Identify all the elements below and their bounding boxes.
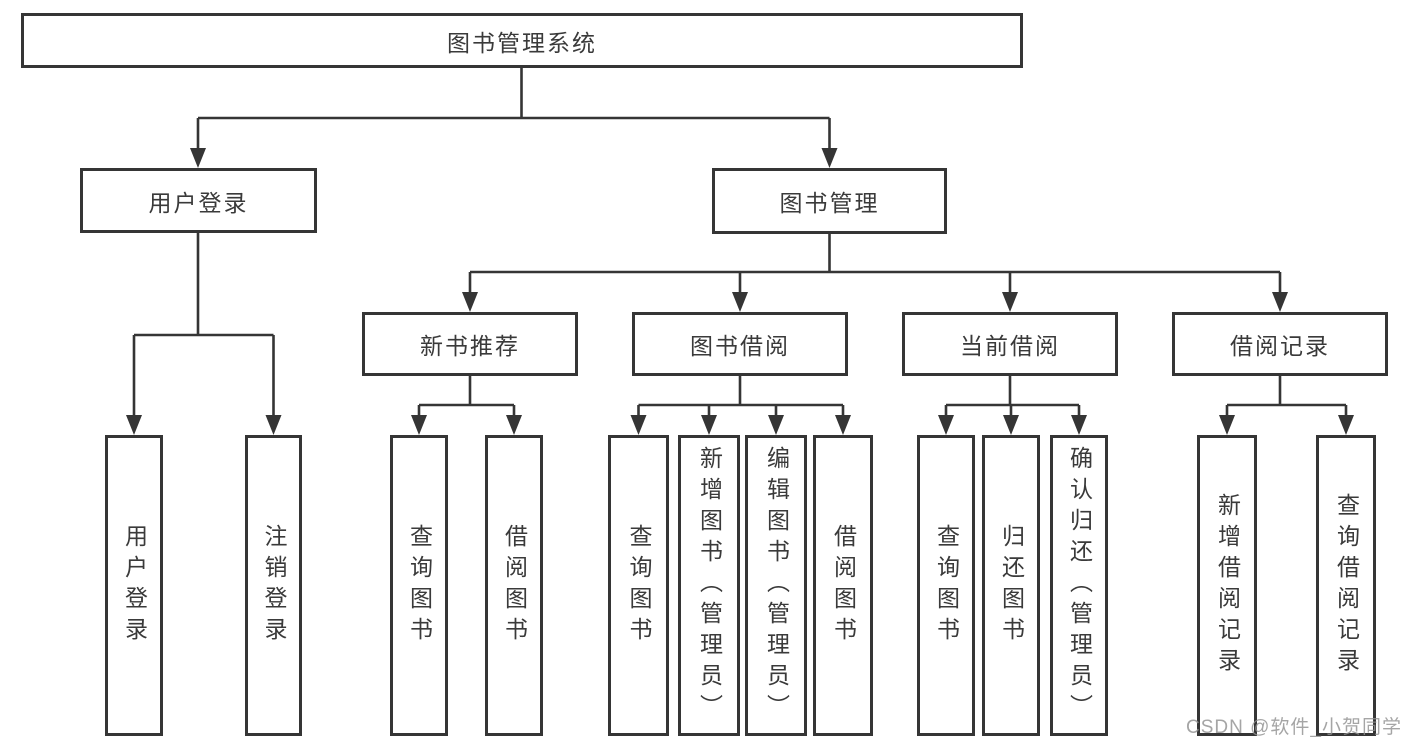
node-new-book-recommend: 新书推荐 [362, 312, 578, 376]
leaf-query-books-current-label: 查询图书 [933, 523, 960, 648]
leaf-add-borrow-record: 新增借阅记录 [1197, 435, 1257, 736]
leaf-borrow-books-recommend: 借阅图书 [485, 435, 543, 736]
leaf-query-borrow-record: 查询借阅记录 [1316, 435, 1376, 736]
leaf-add-borrow-record-label: 新增借阅记录 [1214, 492, 1241, 679]
leaf-return-books: 归还图书 [982, 435, 1040, 736]
node-current-borrowing: 当前借阅 [902, 312, 1118, 376]
leaf-query-books-recommend: 查询图书 [390, 435, 448, 736]
leaf-edit-books-admin-label: 编辑图书（管理员） [763, 446, 790, 725]
node-borrow-records-label: 借阅记录 [1230, 333, 1330, 359]
node-library-system: 图书管理系统 [21, 13, 1023, 68]
leaf-borrow-books-label: 借阅图书 [830, 523, 857, 648]
leaf-borrow-books: 借阅图书 [813, 435, 873, 736]
leaf-confirm-return-admin-label: 确认归还（管理员） [1066, 446, 1093, 725]
leaf-query-borrow-record-label: 查询借阅记录 [1333, 492, 1360, 679]
leaf-user-login-label: 用户登录 [121, 523, 148, 648]
node-borrow-records: 借阅记录 [1172, 312, 1388, 376]
node-book-management: 图书管理 [712, 168, 947, 234]
leaf-query-books-borrowing-label: 查询图书 [626, 523, 652, 648]
leaf-return-books-label: 归还图书 [998, 523, 1025, 648]
leaf-query-books-current: 查询图书 [917, 435, 975, 736]
leaf-confirm-return-admin: 确认归还（管理员） [1050, 435, 1108, 736]
leaf-add-books-admin: 新增图书（管理员） [678, 435, 740, 736]
node-user-login: 用户登录 [80, 168, 317, 233]
node-book-borrowing: 图书借阅 [632, 312, 848, 376]
leaf-logout-label: 注销登录 [261, 523, 287, 648]
node-new-book-recommend-label: 新书推荐 [420, 333, 520, 359]
arrowheads [126, 148, 1354, 435]
node-user-login-label: 用户登录 [148, 189, 249, 216]
leaf-logout: 注销登录 [245, 435, 302, 736]
leaf-edit-books-admin: 编辑图书（管理员） [745, 435, 807, 736]
node-current-borrowing-label: 当前借阅 [960, 333, 1060, 359]
leaf-query-books-recommend-label: 查询图书 [406, 523, 433, 648]
node-library-system-label: 图书管理系统 [447, 29, 597, 56]
leaf-borrow-books-recommend-label: 借阅图书 [501, 523, 528, 648]
csdn-watermark: CSDN @软件_小贺同学 [1186, 717, 1402, 738]
leaf-add-books-admin-label: 新增图书（管理员） [696, 446, 723, 725]
node-book-borrowing-label: 图书借阅 [690, 333, 790, 359]
leaf-query-books-borrowing: 查询图书 [608, 435, 669, 736]
leaf-user-login: 用户登录 [105, 435, 163, 736]
node-book-management-label: 图书管理 [779, 190, 880, 216]
